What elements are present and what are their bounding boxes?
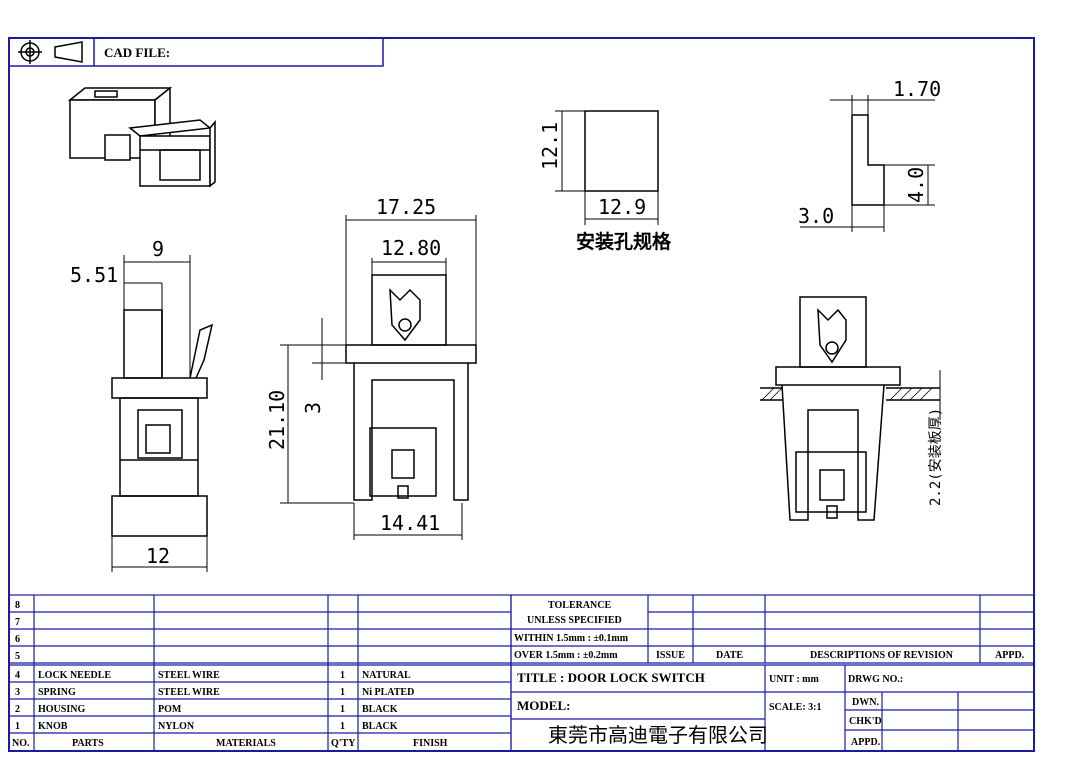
row-parts: LOCK NEEDLE <box>38 670 111 681</box>
table-row: 8 <box>15 600 20 611</box>
unit-label: UNIT : mm <box>769 674 819 685</box>
header-box: CAD FILE: <box>8 37 384 67</box>
scale-label: SCALE: 3:1 <box>769 702 822 713</box>
header-qty: Q'TY <box>331 738 356 749</box>
chkd-label: CHK'D <box>849 716 882 727</box>
front-view <box>345 274 477 501</box>
dwn-label: DWN. <box>852 697 879 708</box>
installed-view <box>760 296 940 521</box>
row-materials: STEEL WIRE <box>158 670 220 681</box>
projection-symbol-icon <box>18 40 83 64</box>
title-block-grid <box>510 594 1035 752</box>
table-row: 1 KNOB NYLON 1 BLACK <box>15 721 398 732</box>
drawing-title: TITLE : DOOR LOCK SWITCH <box>517 670 705 685</box>
dim-cutout-width: 12.9 <box>598 195 646 219</box>
header-finish: FINISH <box>413 738 448 749</box>
front-view-dimensions <box>280 215 477 540</box>
dim-side-bottom: 12 <box>146 544 170 568</box>
row-no: 2 <box>15 704 20 715</box>
cutout-dimensions <box>555 110 659 225</box>
dim-front-small: 3 <box>301 402 325 414</box>
dim-cutout-height: 12.1 <box>538 122 562 170</box>
row-materials: POM <box>158 704 182 715</box>
row-finish: BLACK <box>362 704 398 715</box>
row-no: 3 <box>15 687 20 698</box>
panel-detail <box>851 114 885 206</box>
row-finish: NATURAL <box>362 670 411 681</box>
dim-front-outer: 17.25 <box>376 195 436 219</box>
issue-label: ISSUE <box>656 650 685 661</box>
dim-front-height: 21.10 <box>265 390 289 450</box>
row-no: 8 <box>15 600 20 611</box>
header-parts: PARTS <box>72 738 104 749</box>
tolerance-label: TOLERANCE <box>548 600 611 611</box>
cutout-spec <box>584 110 659 192</box>
cutout-caption: 安装孔规格 <box>576 230 672 253</box>
row-parts: HOUSING <box>38 704 85 715</box>
unless-specified-label: UNLESS SPECIFIED <box>527 615 622 626</box>
table-row: 3 SPRING STEEL WIRE 1 Ni PLATED <box>15 687 414 698</box>
cad-file-label: CAD FILE: <box>104 45 170 60</box>
row-qty: 1 <box>340 704 345 715</box>
isometric-view <box>67 86 216 188</box>
row-materials: STEEL WIRE <box>158 687 220 698</box>
row-parts: SPRING <box>38 687 76 698</box>
dim-detail-base: 3.0 <box>798 204 834 228</box>
dim-detail-width: 1.70 <box>893 77 941 101</box>
table-row: 6 <box>15 634 20 645</box>
appd-label: APPD. <box>851 737 881 748</box>
dim-panel-thickness: 2.2(安装板厚) <box>928 408 944 506</box>
table-header: NO. PARTS MATERIALS Q'TY FINISH <box>12 738 448 749</box>
installed-hatching <box>761 387 933 401</box>
table-row: 2 HOUSING POM 1 BLACK <box>15 704 398 715</box>
revision-appd-label: APPD. <box>995 650 1025 661</box>
table-row: 5 <box>15 651 20 662</box>
side-view <box>111 309 214 537</box>
descriptions-label: DESCRIPTIONS OF REVISION <box>810 650 954 661</box>
dim-detail-height: 4.0 <box>904 167 928 203</box>
parts-table-grid <box>8 594 512 752</box>
row-qty: 1 <box>340 721 345 732</box>
row-no: 4 <box>15 670 20 681</box>
row-no: 6 <box>15 634 20 645</box>
date-label: DATE <box>716 650 743 661</box>
panel-detail-dimensions <box>800 95 935 232</box>
dim-side-offset: 5.51 <box>70 263 118 287</box>
row-no: 1 <box>15 721 20 732</box>
row-qty: 1 <box>340 687 345 698</box>
model-label: MODEL: <box>517 698 570 713</box>
row-no: 5 <box>15 651 20 662</box>
drwg-no-label: DRWG NO.: <box>848 674 903 685</box>
dim-front-inner: 12.80 <box>381 236 441 260</box>
table-row: 7 <box>15 617 20 628</box>
side-view-dimensions <box>111 255 208 572</box>
table-row: 4 LOCK NEEDLE STEEL WIRE 1 NATURAL <box>15 670 411 681</box>
row-finish: BLACK <box>362 721 398 732</box>
header-materials: MATERIALS <box>216 738 276 749</box>
company-name: 東莞市高迪電子有限公司 <box>548 723 768 747</box>
tolerance-within: WITHIN 1.5mm : ±0.1mm <box>514 633 629 644</box>
tolerance-over: OVER 1.5mm : ±0.2mm <box>514 650 618 661</box>
row-materials: NYLON <box>158 721 195 732</box>
row-no: 7 <box>15 617 20 628</box>
row-finish: Ni PLATED <box>362 687 414 698</box>
dim-front-bottom: 14.41 <box>380 511 440 535</box>
dim-side-top: 9 <box>152 237 164 261</box>
row-parts: KNOB <box>38 721 68 732</box>
row-qty: 1 <box>340 670 345 681</box>
header-no: NO. <box>12 738 30 749</box>
